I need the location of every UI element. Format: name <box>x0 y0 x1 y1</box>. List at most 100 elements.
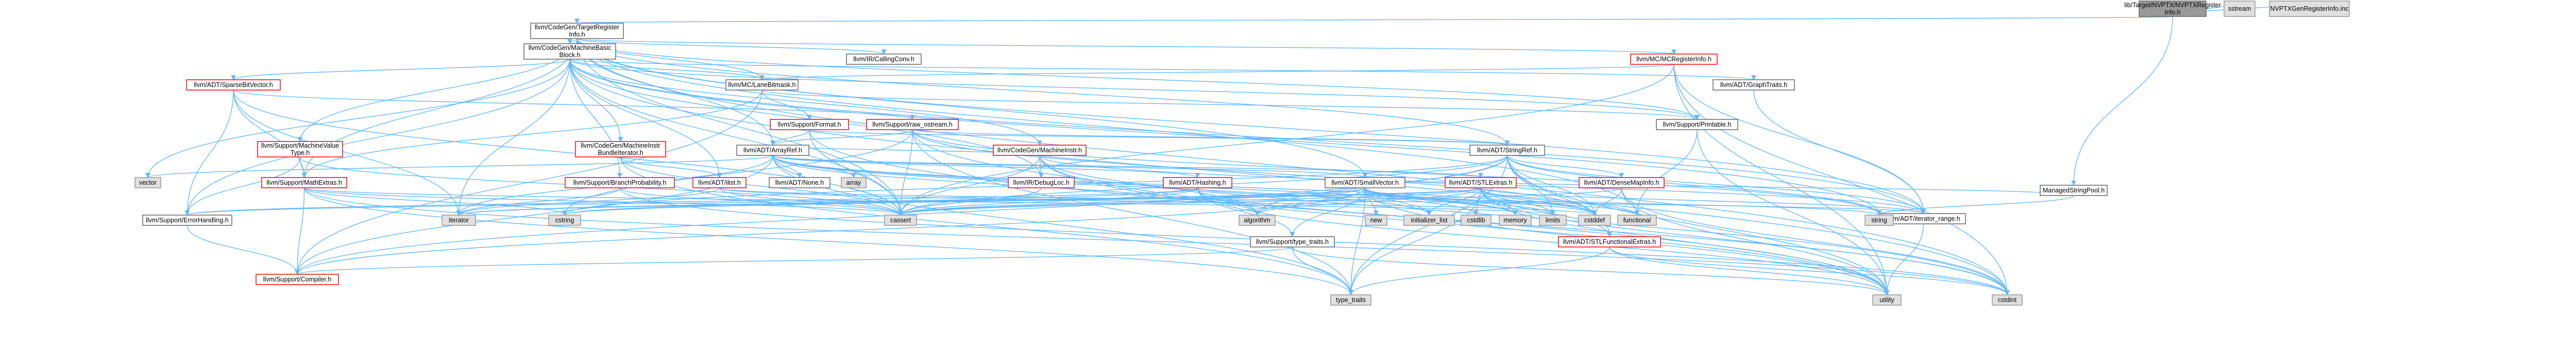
edge-smallvector-to-compiler <box>295 187 1366 275</box>
node-debugloc[interactable]: llvm/IR/DebugLoc.h <box>1008 177 1075 188</box>
edge-mbb-to-string <box>569 59 1882 216</box>
node-utility: utility <box>1872 294 1902 306</box>
node-stlfunc[interactable]: llvm/ADT/STLFunctionalExtras.h <box>1558 236 1661 248</box>
node-stringref[interactable]: llvm/ADT/StringRef.h <box>1469 145 1545 156</box>
edge-mbb-to-lanebm <box>569 59 765 80</box>
edge-hashing-to-typetraits_h <box>1197 187 1295 237</box>
node-string: string <box>1865 215 1894 226</box>
edge-mathextras-to-cstring <box>303 187 567 216</box>
edge-tri-to-printable <box>577 38 1700 120</box>
node-msp[interactable]: ManagedStringPool.h <box>2040 185 2108 196</box>
edge-sparse-to-rawos <box>233 90 915 120</box>
edge-arrayref-to-stlextras <box>772 155 1483 178</box>
node-box-mbb <box>523 43 616 60</box>
edge-stlextras-to-typetraits <box>1348 187 1481 295</box>
node-new: new <box>1365 215 1387 226</box>
node-compiler[interactable]: llvm/Support/Compiler.h <box>256 274 339 285</box>
edge-mvt-to-mathextras <box>299 156 307 178</box>
node-initlist: initializer_list <box>1403 215 1455 226</box>
node-label-errorhandling: llvm/Support/ErrorHandling.h <box>146 217 229 224</box>
node-mib[interactable]: llvm/CodeGen/MachineInstrBundleIterator.… <box>575 141 666 157</box>
edge-stlextras-to-memory <box>1480 187 1518 216</box>
edge-mcreg-to-iterrange <box>1673 64 1926 214</box>
edge-rawos-to-arrayref <box>770 129 913 146</box>
node-cassert: cassert <box>884 215 917 226</box>
edge-smallvector-to-typetraits_h <box>1290 187 1366 237</box>
node-minstr[interactable]: llvm/CodeGen/MachineInstr.h <box>993 145 1087 156</box>
edge-rawos-to-cstring <box>562 129 913 216</box>
node-callconv[interactable]: llvm/IR/CallingConv.h <box>846 54 922 65</box>
edge-stringref-to-densemapinfo <box>1506 155 1624 178</box>
edge-mbb-to-printable <box>569 59 1700 120</box>
edge-iterrange-to-utility <box>1884 223 1924 295</box>
node-box-cstring <box>548 215 581 226</box>
node-label-rawos: llvm/Support/raw_ostream.h <box>872 121 953 128</box>
node-box-iterator <box>442 215 476 226</box>
node-label-limits: limits <box>1546 217 1560 224</box>
node-box-smallvector <box>1325 177 1405 188</box>
node-rawos[interactable]: llvm/Support/raw_ostream.h <box>866 119 959 130</box>
node-ilist[interactable]: llvm/ADT/ilist.h <box>692 177 747 188</box>
node-cstddef: cstddef <box>1578 215 1611 226</box>
node-label-mcreg: llvm/MC/MCRegisterInfo.h <box>1636 56 1711 63</box>
node-typetraits_h[interactable]: llvm/Support/type_traits.h <box>1250 236 1335 248</box>
node-iterrange[interactable]: llvm/ADT/iterator_range.h <box>1881 213 1966 224</box>
edge-stlextras-to-cstddef <box>1480 187 1597 216</box>
node-box-memory <box>1499 215 1532 226</box>
edge-mib-to-cassert <box>620 156 903 216</box>
node-label-branchprob: llvm/Support/BranchProbability.h <box>573 179 666 186</box>
node-branchprob[interactable]: llvm/Support/BranchProbability.h <box>565 177 675 188</box>
node-graphtraits[interactable]: llvm/ADT/GraphTraits.h <box>1713 79 1795 91</box>
node-label-root: lib/Target/NVPTX/NVPTXRegister <box>2124 2 2221 9</box>
edge-stlextras-to-iterrange <box>1480 187 1926 214</box>
node-label-tri: Info.h <box>569 31 585 38</box>
node-none[interactable]: llvm/ADT/None.h <box>769 177 831 188</box>
edge-arrayref-to-memory <box>772 155 1518 216</box>
node-errorhandling[interactable]: llvm/Support/ErrorHandling.h <box>142 215 232 226</box>
edge-typetraits_h-to-compiler <box>295 246 1293 275</box>
edge-mathextras-to-typetraits <box>303 187 1353 295</box>
node-stlextras[interactable]: llvm/ADT/STLExtras.h <box>1445 177 1517 188</box>
node-label-densemapinfo: llvm/ADT/DenseMapInfo.h <box>1584 179 1659 186</box>
edge-graphtraits-to-iterrange <box>1753 90 1926 214</box>
node-arrayref[interactable]: llvm/ADT/ArrayRef.h <box>736 145 809 156</box>
node-label-array: array <box>846 179 861 186</box>
edge-smallvector-to-cstddef <box>1364 187 1597 216</box>
node-box-printable <box>1656 119 1738 130</box>
node-box-sparse <box>186 79 281 91</box>
edge-tri-to-smallvector <box>577 38 1368 178</box>
node-label-lanebm: llvm/MC/LaneBitmask.h <box>728 81 795 89</box>
edge-lanebm-to-printable <box>761 90 1700 120</box>
node-box-msp <box>2040 185 2108 196</box>
edge-stlextras-to-algorithm <box>1255 187 1481 216</box>
node-mcreg[interactable]: llvm/MC/MCRegisterInfo.h <box>1630 54 1718 65</box>
node-hashing[interactable]: llvm/ADT/Hashing.h <box>1163 177 1232 188</box>
node-box-tri <box>530 23 624 39</box>
node-mathextras[interactable]: llvm/Support/MathExtras.h <box>261 177 347 188</box>
node-sstream: sstream <box>2224 1 2256 17</box>
node-label-new: new <box>1370 217 1383 224</box>
edge-mcreg-to-lanebm <box>760 64 1674 80</box>
node-densemapinfo[interactable]: llvm/ADT/DenseMapInfo.h <box>1579 177 1665 188</box>
node-box-rawos <box>866 119 959 130</box>
edge-densemapinfo-to-cstddef <box>1592 187 1622 216</box>
node-lanebm[interactable]: llvm/MC/LaneBitmask.h <box>725 79 799 91</box>
edge-arrayref-to-vector <box>145 155 773 178</box>
edge-typetraits_h-to-utility <box>1292 246 1890 295</box>
edge-mbb-to-mib <box>569 59 623 142</box>
node-printable[interactable]: llvm/Support/Printable.h <box>1656 119 1738 130</box>
node-box-new <box>1365 215 1387 226</box>
edge-tri-to-cassert <box>577 38 903 216</box>
edge-mbb-to-errorhandling <box>184 59 570 216</box>
node-smallvector[interactable]: llvm/ADT/SmallVector.h <box>1325 177 1405 188</box>
edge-mcreg-to-utility <box>1673 64 1890 295</box>
node-format[interactable]: llvm/Support/Format.h <box>770 119 849 130</box>
edge-smallvector-to-initlist <box>1364 187 1432 216</box>
edge-stringref-to-limits <box>1506 155 1555 216</box>
node-sparse[interactable]: llvm/ADT/SparseBitVector.h <box>186 79 281 91</box>
